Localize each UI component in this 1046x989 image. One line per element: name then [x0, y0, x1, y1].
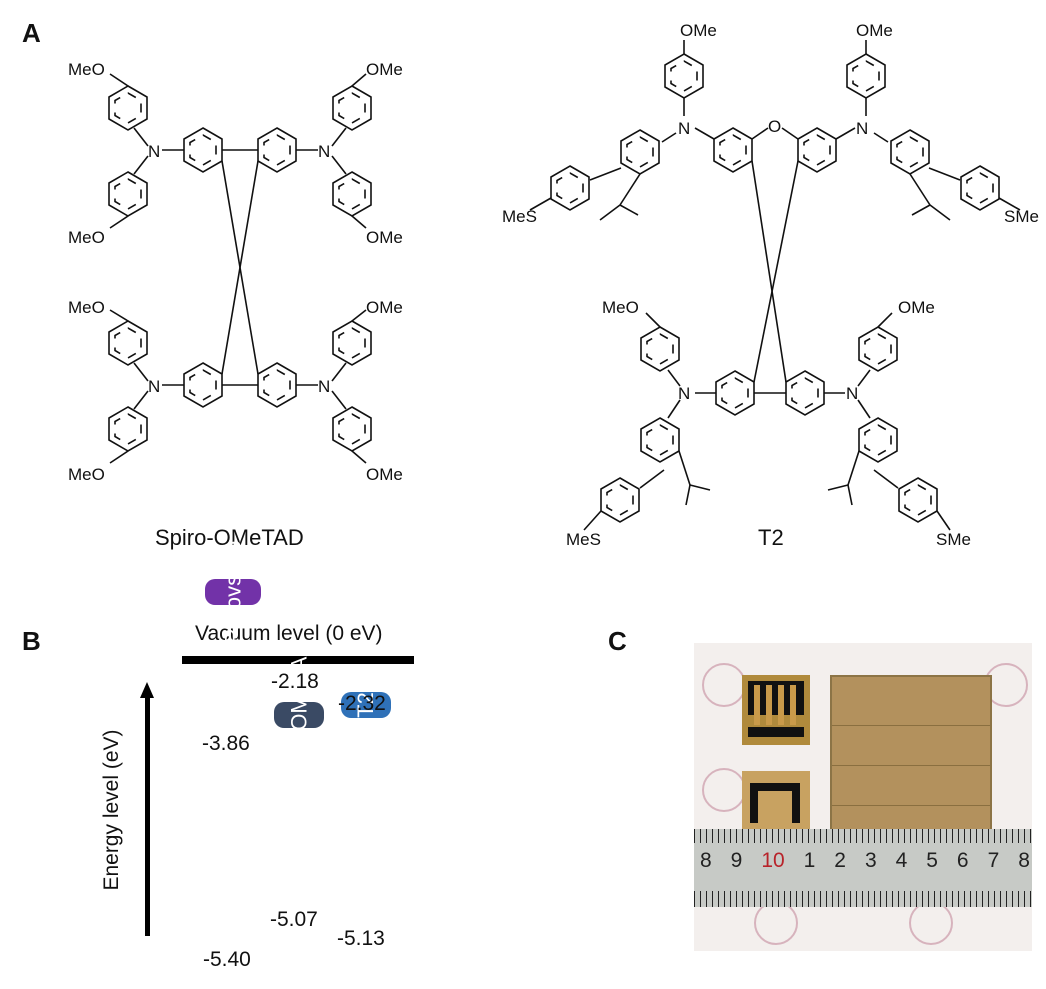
energy-axis-label: Energy level (eV)	[100, 729, 123, 891]
bar-spiro-label: Spiro-OMeTAD	[286, 640, 312, 790]
spiro-ometad-structure: N N N N MeO MeO MeO MeO OMe OMe OMe OMe	[68, 60, 403, 484]
watermark-seal	[702, 663, 746, 707]
ruler-number: 2	[834, 849, 846, 872]
spiro-ome-1: OMe	[366, 60, 403, 79]
t2-name: T2	[758, 525, 784, 550]
t2-oxygen: O	[768, 117, 781, 136]
spiro-ometad-name: Spiro-OMeTAD	[155, 525, 304, 550]
energy-axis-arrow	[145, 696, 150, 936]
ruler-number: 4	[895, 849, 908, 872]
large-device	[830, 675, 992, 837]
energy-axis-arrowhead	[140, 682, 154, 698]
t2-top-value: -2.32	[338, 692, 386, 715]
t2-n-1: N	[678, 119, 690, 138]
spiro-meo-1: MeO	[68, 60, 105, 79]
t2-ome-2: OMe	[856, 21, 893, 40]
ruler-number: 1	[803, 849, 816, 872]
bar-perovskite-label: Perovskite	[220, 541, 245, 644]
spiro-n-2: N	[318, 142, 330, 161]
bar-spiro-ometad: Spiro-OMeTAD	[274, 641, 324, 789]
perovskite-top-value: -3.86	[202, 732, 250, 755]
chemical-structures: N N N N MeO MeO MeO MeO OMe OMe OMe OMe	[68, 21, 1039, 549]
ruler-number: 8	[1018, 849, 1030, 872]
t2-bottom-value: -5.13	[337, 927, 385, 950]
small-device-bottom	[742, 771, 810, 833]
vacuum-level-label: Vacuum level (0 eV)	[195, 622, 383, 645]
t2-mes-1: MeS	[502, 207, 537, 226]
spiro-ome-4: OMe	[366, 465, 403, 484]
ruler-number: 7	[987, 849, 1000, 872]
panel-label-a: A	[22, 18, 41, 48]
spiro-top-value: -2.18	[271, 670, 319, 693]
spiro-ome-3: OMe	[366, 298, 403, 317]
ruler-number: 10	[761, 849, 785, 872]
watermark-seal	[909, 901, 953, 945]
spiro-n-1: N	[148, 142, 160, 161]
t2-n-4: N	[846, 384, 858, 403]
t2-structure: O N N N N OMe OMe MeO OMe MeS SMe MeS SM…	[502, 21, 1039, 549]
t2-mes-2: MeS	[566, 530, 601, 549]
panel-label-b: B	[22, 626, 41, 656]
vacuum-level-line	[182, 656, 414, 664]
small-device-top	[742, 675, 810, 745]
ruler-number: 8	[700, 849, 712, 872]
watermark-seal	[754, 901, 798, 945]
spiro-meo-4: MeO	[68, 465, 105, 484]
bar-perovskite: Perovskite	[205, 541, 261, 644]
t2-sme-2: SMe	[936, 530, 971, 549]
t2-ome-1: OMe	[680, 21, 717, 40]
t2-ome-3: OMe	[898, 298, 935, 317]
ruler-number: 3	[864, 849, 877, 872]
spiro-meo-2: MeO	[68, 228, 105, 247]
spiro-bottom-value: -5.07	[270, 908, 318, 931]
panel-label-c: C	[608, 626, 627, 656]
spiro-ome-2: OMe	[366, 228, 403, 247]
spiro-n-4: N	[318, 377, 330, 396]
t2-n-3: N	[678, 384, 690, 403]
perovskite-bottom-value: -5.40	[203, 948, 251, 971]
spiro-meo-3: MeO	[68, 298, 105, 317]
ruler-number: 6	[956, 849, 969, 872]
t2-meo-1: MeO	[602, 298, 639, 317]
t2-sme-1: SMe	[1004, 207, 1039, 226]
t2-n-2: N	[856, 119, 868, 138]
spiro-n-3: N	[148, 377, 160, 396]
watermark-seal	[702, 768, 746, 812]
ruler-number: 5	[926, 849, 938, 872]
bar-t2: T2	[341, 691, 391, 718]
ruler-number: 9	[730, 849, 743, 872]
